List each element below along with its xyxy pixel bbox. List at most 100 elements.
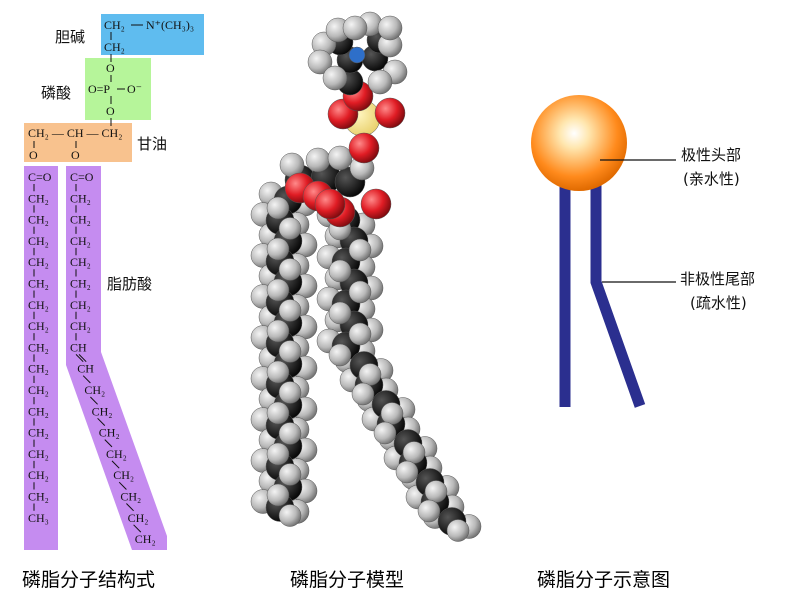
glycerol-box [24,123,132,162]
chain2-ch2: CH₂ [99,426,120,440]
chain2-ch: CH [70,340,87,354]
chain2-ch2: CH₂ [70,213,91,227]
polar-head [531,95,627,191]
hydrogen-atom [266,319,290,343]
glycerol-formula: CH₂ — CH — CH₂ [28,126,122,140]
hydrogen-atom [342,15,368,41]
chain1-ch2: CH₂ [28,468,49,482]
chain1-ch2: CH₂ [28,426,49,440]
ester-o-2: O [71,148,80,162]
fatty-acid-box-1 [24,166,58,550]
caption-schematic: 磷脂分子示意图 [537,569,670,591]
chain1-ch2: CH₂ [28,319,49,333]
label-head-sub: (亲水性) [683,170,740,188]
hydrogen-atom [266,237,290,261]
chain2-ch2: CH₂ [106,447,127,461]
hydrogen-atom [328,301,352,325]
hydrogen-atom [380,402,404,425]
chain1-ch2: CH₂ [28,191,49,205]
tail-2 [590,180,646,408]
hydrogen-atom [266,360,290,384]
phosphate-o-right: O⁻ [127,82,142,96]
choline-ch2-a: CH₂ [104,18,125,32]
hydrogen-atom [278,381,302,404]
hydrogen-atom [348,238,372,262]
space-filling-model [250,11,482,542]
phosphate-p: O=P [88,82,110,96]
oxygen-atom [360,188,392,220]
label-phosphate: 磷酸 [41,84,71,102]
fatty-acid-chain-1: C=O CH₂ CH₂ CH₂ CH₂ CH₂ CH₂ CH₂ CH₂ CH₂ CH₂ CH₂ CH₂ C… [28,170,52,525]
chain1-ch2: CH₂ [28,383,49,397]
chain2-ch2: CH₂ [70,191,91,205]
schematic-diagram: 极性头部 (亲水性) 非极性尾部 (疏水性) [531,95,755,408]
choline-ch2-b: CH₂ [104,40,125,54]
hydrogen-atom [266,196,290,220]
hydrogen-atom [328,259,352,283]
hydrogen-atom [322,65,348,91]
oxygen-atom [374,97,406,129]
hydrogen-atom [278,504,302,527]
hydrogen-atom [373,421,397,445]
hydrogen-atom [417,499,441,523]
hydrogen-atom [278,299,302,322]
chain1-ch2: CH₂ [28,213,49,227]
chain1-ch3: CH₃ [28,511,49,525]
hydrogen-atom [328,343,352,367]
caption-structure: 磷脂分子结构式 [22,569,155,591]
nitrogen-atom [348,46,366,64]
label-head: 极性头部 [681,146,741,164]
chain1-ch2: CH₂ [28,277,49,291]
hydrogen-atom [446,519,470,542]
hydrogen-atom [367,69,393,95]
hydrogen-atom [278,422,302,445]
hydrogen-atom [377,15,403,41]
choline-n: N⁺(CH₃)₃ [146,18,194,32]
chain2-ch2: CH₂ [120,490,141,504]
chain1-ch2: CH₂ [28,362,49,376]
chain1-ch2: CH₂ [28,340,49,354]
chain2-ch2: CH₂ [135,532,156,546]
hydrogen-atom [278,217,302,240]
chain2-ch2: CH₂ [92,404,113,418]
hydrogen-atom [348,322,372,346]
chain1-ch2: CH₂ [28,404,49,418]
chain2-ch2: CH₂ [128,511,149,525]
hydrogen-atom [305,147,331,173]
hydrogen-atom [307,49,333,75]
hydrogen-atom [278,258,302,281]
hydrogen-atom [402,441,426,464]
chain2-ch2: CH₂ [70,255,91,269]
chain2-ch2: CH₂ [70,234,91,248]
fatty-acid-chain-2: C=OCH₂CH₂CH₂CH₂CH₂CH₂CH₂CHCHCH₂CH₂CH₂CH₂… [70,170,156,546]
chain1-carbonyl: C=O [28,170,52,184]
phosphate-o-top: O [106,61,115,75]
ester-o-1: O [29,148,38,162]
chain2-ch2: CH₂ [84,383,105,397]
oxygen-atom [348,132,380,164]
hydrogen-atom [348,280,372,304]
hydrogen-atom [351,382,375,406]
chain2-ch2: CH₂ [70,277,91,291]
hydrogen-atom [266,442,290,466]
phosphate-o-bottom: O [106,104,115,118]
chain2-ch2: CH₂ [113,468,134,482]
hydrogen-atom [278,340,302,363]
hydrogen-atom [278,463,302,486]
fatty-acid-box-2 [66,166,167,550]
label-fatty-acid: 脂肪酸 [107,275,152,293]
chain2-ch: CH [77,362,94,376]
label-tail-sub: (疏水性) [690,294,747,312]
chain1-ch2: CH₂ [28,447,49,461]
hydrogen-atom [266,278,290,302]
chain1-ch2: CH₂ [28,490,49,504]
chain1-ch2: CH₂ [28,234,49,248]
label-tail: 非极性尾部 [680,270,755,288]
hydrogen-atom [395,460,419,484]
oxygen-atom [314,188,346,220]
chain1-ch2: CH₂ [28,255,49,269]
hydrogen-atom [266,401,290,425]
hydrogen-atom [358,363,382,386]
structural-formula: CH₂ N⁺(CH₃)₃ CH₂ O O=P O⁻ O CH₂ — CH — C… [24,14,204,550]
